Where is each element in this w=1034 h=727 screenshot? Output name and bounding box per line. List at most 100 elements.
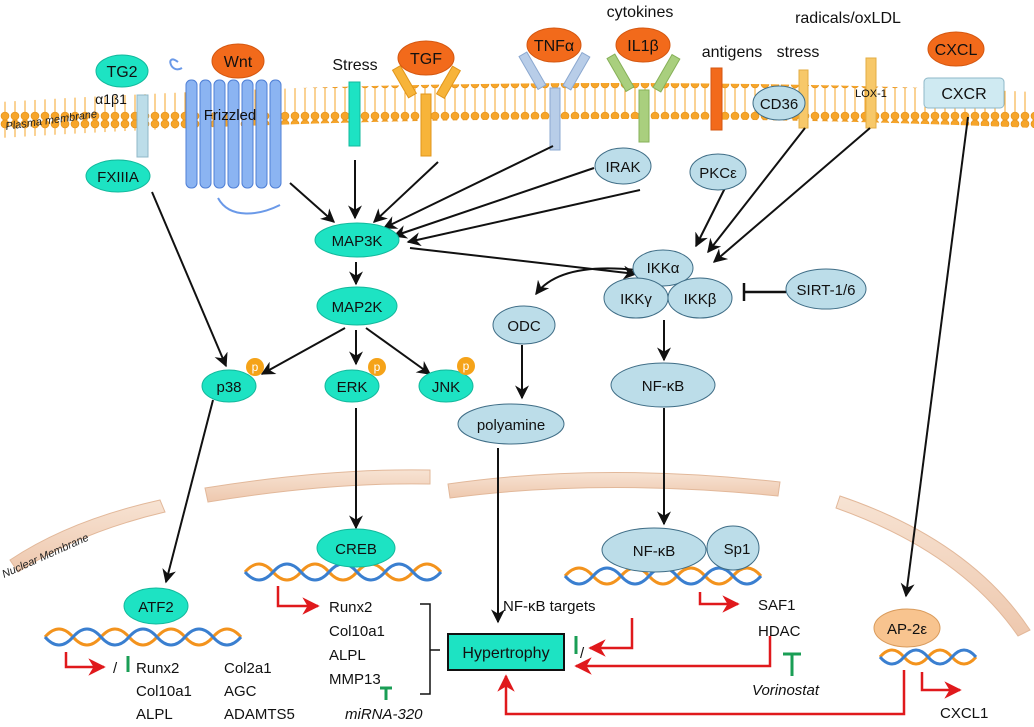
dna-helix-ap2e [878, 648, 978, 666]
lox1-label: LOX-1 [855, 88, 887, 100]
expression-arrows [64, 586, 962, 716]
creb-target: Runx2 [329, 599, 372, 616]
frizzled-label: Frizzled [204, 107, 257, 124]
frizzled-receptor [169, 58, 282, 215]
map3k-label: MAP3K [332, 233, 383, 250]
il1b-node [615, 27, 671, 63]
creb-target-list: Runx2 Col10a1 ALPL MMP13 [329, 599, 385, 688]
inhibition-marks [126, 636, 801, 700]
jnk-phospho-badge [457, 357, 475, 375]
p38-phospho-badge [246, 358, 264, 376]
stress-cd36-label: stress [777, 44, 820, 61]
wnt-label: Wnt [224, 54, 253, 71]
map2k-label: MAP2K [332, 299, 383, 316]
cxcl-label: CXCL [935, 42, 978, 59]
atf2-target-list: Runx2 Col10a1 ALPL Col2a1 AGC ADAMTS5 [136, 660, 295, 723]
cd36-node [752, 85, 806, 121]
nuclear-membrane [9, 469, 1031, 637]
radicals-label: radicals/oxLDL [795, 10, 901, 27]
irak-label: IRAK [605, 159, 640, 176]
hypertrophy-label: Hypertrophy [462, 645, 549, 662]
vorinostat-label: Vorinostat [752, 682, 820, 699]
map3k-node [314, 222, 400, 258]
signal-arrows [151, 116, 969, 624]
tgf-node [397, 40, 455, 76]
tgf-receptor [391, 64, 462, 157]
lox1-receptor [865, 57, 877, 129]
polyamine-label: polyamine [477, 417, 545, 434]
integrin-receptor [136, 94, 149, 158]
p38-label: p38 [216, 379, 241, 396]
tnfa-label: TNFα [534, 38, 574, 55]
tnfa-node [526, 27, 582, 63]
hypertrophy-box [447, 633, 565, 671]
ikkg-label: IKKγ [620, 291, 652, 308]
p38-phospho-label: p [252, 360, 259, 374]
creb-target: MMP13 [329, 671, 381, 688]
mirna-label: miRNA-320 [345, 706, 423, 723]
wnt-node [211, 43, 265, 79]
ikka-label: IKKα [647, 260, 680, 277]
sirt-inhibition [742, 283, 786, 301]
integrin-label: α1β1 [95, 91, 127, 107]
atf2-target: ALPL [136, 706, 173, 723]
tg2-label: TG2 [106, 64, 137, 81]
il1b-receptor [606, 53, 681, 143]
nfkb-nuclear-label: NF-κB [633, 543, 676, 560]
erk-phospho-badge [368, 358, 386, 376]
ap2e-node [873, 608, 941, 648]
cxcl1-label: CXCL1 [940, 705, 988, 722]
erk-label: ERK [337, 379, 368, 396]
creb-label: CREB [335, 541, 377, 558]
irak-node [594, 147, 652, 185]
cxcl-node [927, 31, 985, 67]
ikkb-node [667, 277, 733, 319]
ap2e-label: AP-2ε [887, 621, 927, 638]
odc-label: ODC [507, 318, 541, 335]
p38-node [201, 369, 257, 403]
cxcr-label: CXCR [941, 86, 986, 103]
atf2-target: Col2a1 [224, 660, 272, 677]
atf2-target: Runx2 [136, 660, 179, 677]
dna-helix-atf2 [43, 627, 243, 647]
atf2-label: ATF2 [138, 599, 174, 616]
sp1-label: Sp1 [724, 541, 751, 558]
il1b-label: IL1β [627, 38, 658, 55]
antigens-label: antigens [702, 44, 763, 61]
ikka-node [632, 249, 694, 287]
ikkb-label: IKKβ [684, 291, 717, 308]
atf2-target: AGC [224, 683, 257, 700]
sirt-label: SIRT-1/6 [797, 282, 856, 299]
pkce-label: PKCε [699, 165, 737, 182]
sp1-target: HDAC [758, 623, 801, 640]
hypertrophy-slash: / [580, 645, 585, 662]
map2k-node [316, 286, 398, 326]
creb-target-bracket [420, 603, 440, 695]
odc-node [492, 305, 556, 345]
erk-node [324, 369, 380, 403]
nfkb-node [610, 362, 716, 408]
atf2-node [123, 587, 189, 625]
pkce-node [689, 153, 747, 191]
nfkb-nuclear-node [601, 527, 707, 573]
polyamine-node [457, 403, 565, 445]
atf2-target: ADAMTS5 [224, 706, 295, 723]
sp1-target: SAF1 [758, 597, 796, 614]
jnk-node [418, 369, 474, 403]
tgf-label: TGF [410, 51, 442, 68]
nfkb-label: NF-κB [642, 378, 685, 395]
jnk-label: JNK [432, 379, 460, 396]
fxiiia-node [85, 159, 151, 193]
sirt-node [785, 268, 867, 310]
atf2-target: Col10a1 [136, 683, 192, 700]
creb-target: ALPL [329, 647, 366, 664]
fxiiia-label: FXIIIA [97, 169, 139, 186]
antigen-receptor [710, 67, 723, 131]
cd36-label: CD36 [760, 96, 798, 113]
atf2-slash: / [113, 660, 118, 677]
tnfa-receptor [518, 51, 591, 151]
stress-label: Stress [332, 57, 377, 74]
stress-receptor [348, 81, 361, 147]
cxcr-receptor [923, 77, 1005, 109]
